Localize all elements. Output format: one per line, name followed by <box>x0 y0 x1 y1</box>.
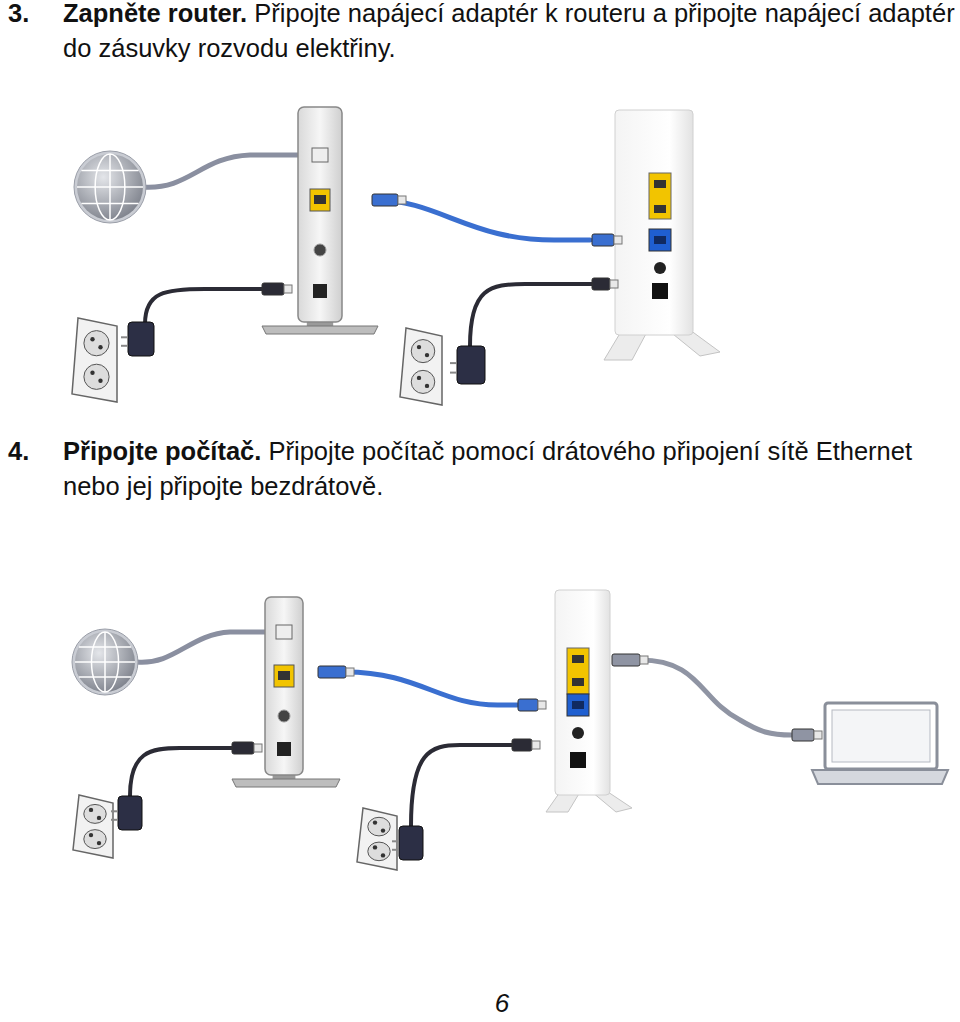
cable-plug <box>232 742 262 754</box>
page-number: 6 <box>495 988 509 1018</box>
phone-cable <box>143 155 310 187</box>
cable-plug <box>318 666 354 678</box>
power-adapter <box>111 796 142 830</box>
ethernet-cable <box>640 660 792 735</box>
step-number: 4. <box>8 437 29 465</box>
step-number-block: 3. <box>8 0 58 31</box>
step-heading: Zapněte router. <box>63 0 247 27</box>
power-adapter <box>392 826 423 860</box>
wall-outlet <box>72 318 117 402</box>
step-number: 3. <box>8 0 29 27</box>
page-number-block: 6 <box>472 986 532 1021</box>
cable-plug <box>372 194 406 206</box>
wall-outlet <box>357 808 397 870</box>
power-adapter <box>450 346 485 384</box>
wall-outlet <box>73 795 113 858</box>
router <box>546 590 632 812</box>
power-cable <box>130 748 232 796</box>
power-cable <box>411 745 512 826</box>
cable-plug <box>612 654 648 666</box>
power-cable <box>470 284 592 346</box>
step-text-block: Připojte počítač.Připojte počítač pomocí… <box>63 434 955 504</box>
router <box>604 110 720 360</box>
internet-globe <box>72 629 138 695</box>
laptop <box>812 703 948 784</box>
ethernet-cable <box>375 200 590 240</box>
cable-plug <box>792 729 822 741</box>
cable-plug <box>262 283 292 295</box>
power-adapter <box>121 322 154 356</box>
wall-outlet <box>400 328 442 405</box>
phone-cable <box>137 632 276 662</box>
step-text-block: Zapněte router.Připojte napájecí adaptér… <box>63 0 955 66</box>
setup-figure-computer <box>72 590 948 870</box>
internet-globe <box>74 151 146 223</box>
step-heading: Připojte počítač. <box>63 437 261 465</box>
setup-figure-power <box>72 107 720 405</box>
ethernet-cable <box>345 672 518 705</box>
cable-plug <box>592 278 618 290</box>
modem <box>232 597 340 787</box>
cable-plug <box>512 739 540 751</box>
cable-plug <box>518 699 546 711</box>
modem <box>262 107 378 334</box>
step-number-block: 4. <box>8 434 58 469</box>
power-cable <box>145 289 262 324</box>
cable-plug <box>592 234 622 246</box>
